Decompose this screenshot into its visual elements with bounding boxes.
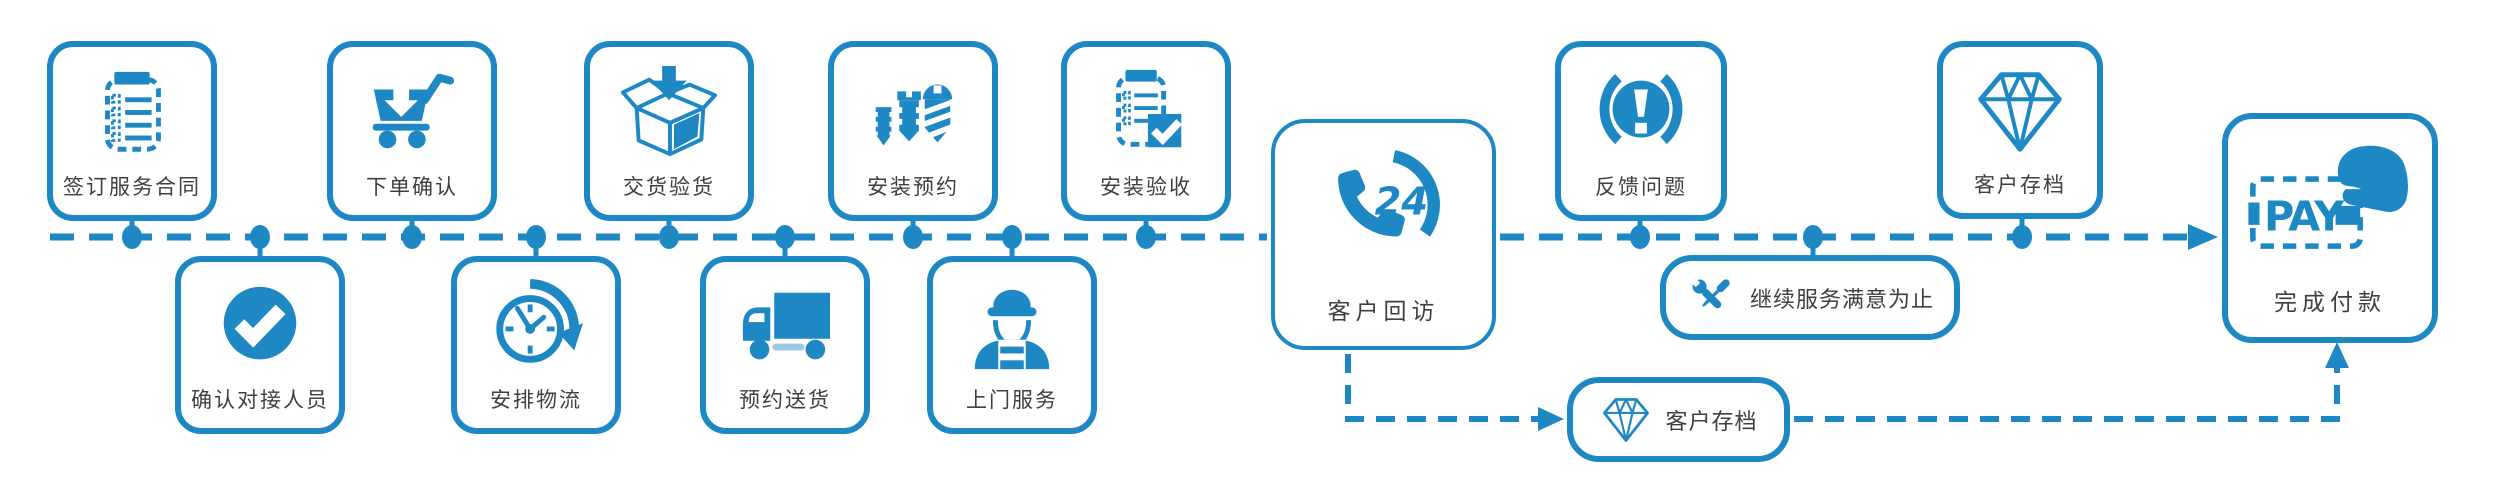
node-confirm-person: 确认对接人员	[175, 256, 345, 434]
node-label: 上门服务	[966, 388, 1058, 412]
branch-arrowhead-right	[1538, 407, 1564, 431]
timeline-dots	[122, 225, 2032, 249]
diamond-icon	[1978, 72, 2062, 152]
node-label: 预约送货	[739, 388, 831, 412]
node-label: 签订服务合同	[63, 175, 201, 199]
service-worker-icon	[974, 289, 1050, 370]
node-delivery-book: 预约送货	[700, 256, 870, 434]
node-logistics: 安排物流	[451, 256, 621, 434]
node-label: 反馈问题	[1595, 175, 1687, 199]
node-feedback: 反馈问题	[1555, 41, 1727, 221]
pill-continue-service: 继续服务满意为止	[1660, 255, 1960, 340]
node-label: 安装验收	[1100, 175, 1192, 199]
node-payment: PAY 完成付款	[2222, 113, 2438, 343]
pill-label: 客户存档	[1665, 409, 1758, 435]
pill-label: 继续服务满意为止	[1750, 287, 1935, 313]
branch-visit-to-archive	[1345, 354, 1538, 422]
node-label: 客户回访	[1327, 299, 1440, 325]
branch-archive-to-payment	[1794, 366, 2340, 422]
node-order-confirm: 下单确认	[327, 41, 497, 221]
screws-icon	[873, 84, 953, 146]
truck-icon	[742, 292, 831, 360]
timeline-arrowhead	[2188, 224, 2218, 250]
node-label: 安装预约	[867, 175, 959, 199]
diamond-icon	[1603, 397, 1650, 442]
node-door-service: 上门服务	[927, 256, 1097, 434]
alert-warning-icon	[1599, 74, 1683, 145]
cart-icon	[372, 73, 455, 149]
node-label: 下单确认	[366, 175, 458, 199]
node-label: 安排物流	[490, 388, 582, 412]
pill-archive-bottom: 客户存档	[1567, 377, 1790, 462]
branch-arrowhead-up	[2325, 342, 2349, 368]
checklist-check-icon	[1116, 69, 1183, 148]
pay-hand-icon: PAY	[2248, 145, 2408, 249]
tools-icon	[1690, 277, 1730, 308]
check-circle-icon	[223, 286, 297, 360]
node-sign-contract: 签订服务合同	[47, 41, 217, 221]
clock-arrow-icon	[496, 278, 584, 363]
node-install-accept: 安装验收	[1061, 41, 1231, 221]
node-install-appoint: 安装预约	[828, 41, 998, 221]
node-label: 交货验货	[623, 175, 715, 199]
open-box-icon	[620, 65, 718, 157]
phone-24-badge: 24	[1374, 179, 1427, 224]
pay-text: PAY	[2264, 192, 2345, 240]
node-customer-visit: 24 客户回访	[1271, 119, 1496, 350]
node-delivery-inspect: 交货验货	[584, 41, 754, 221]
node-label: 确认对接人员	[191, 388, 329, 412]
phone-24-icon: 24	[1337, 150, 1440, 237]
contract-clipboard-icon	[105, 71, 161, 152]
node-label: 完成付款	[2274, 290, 2386, 316]
node-archive-top: 客户存档	[1937, 41, 2103, 219]
node-label: 客户存档	[1974, 173, 2066, 197]
